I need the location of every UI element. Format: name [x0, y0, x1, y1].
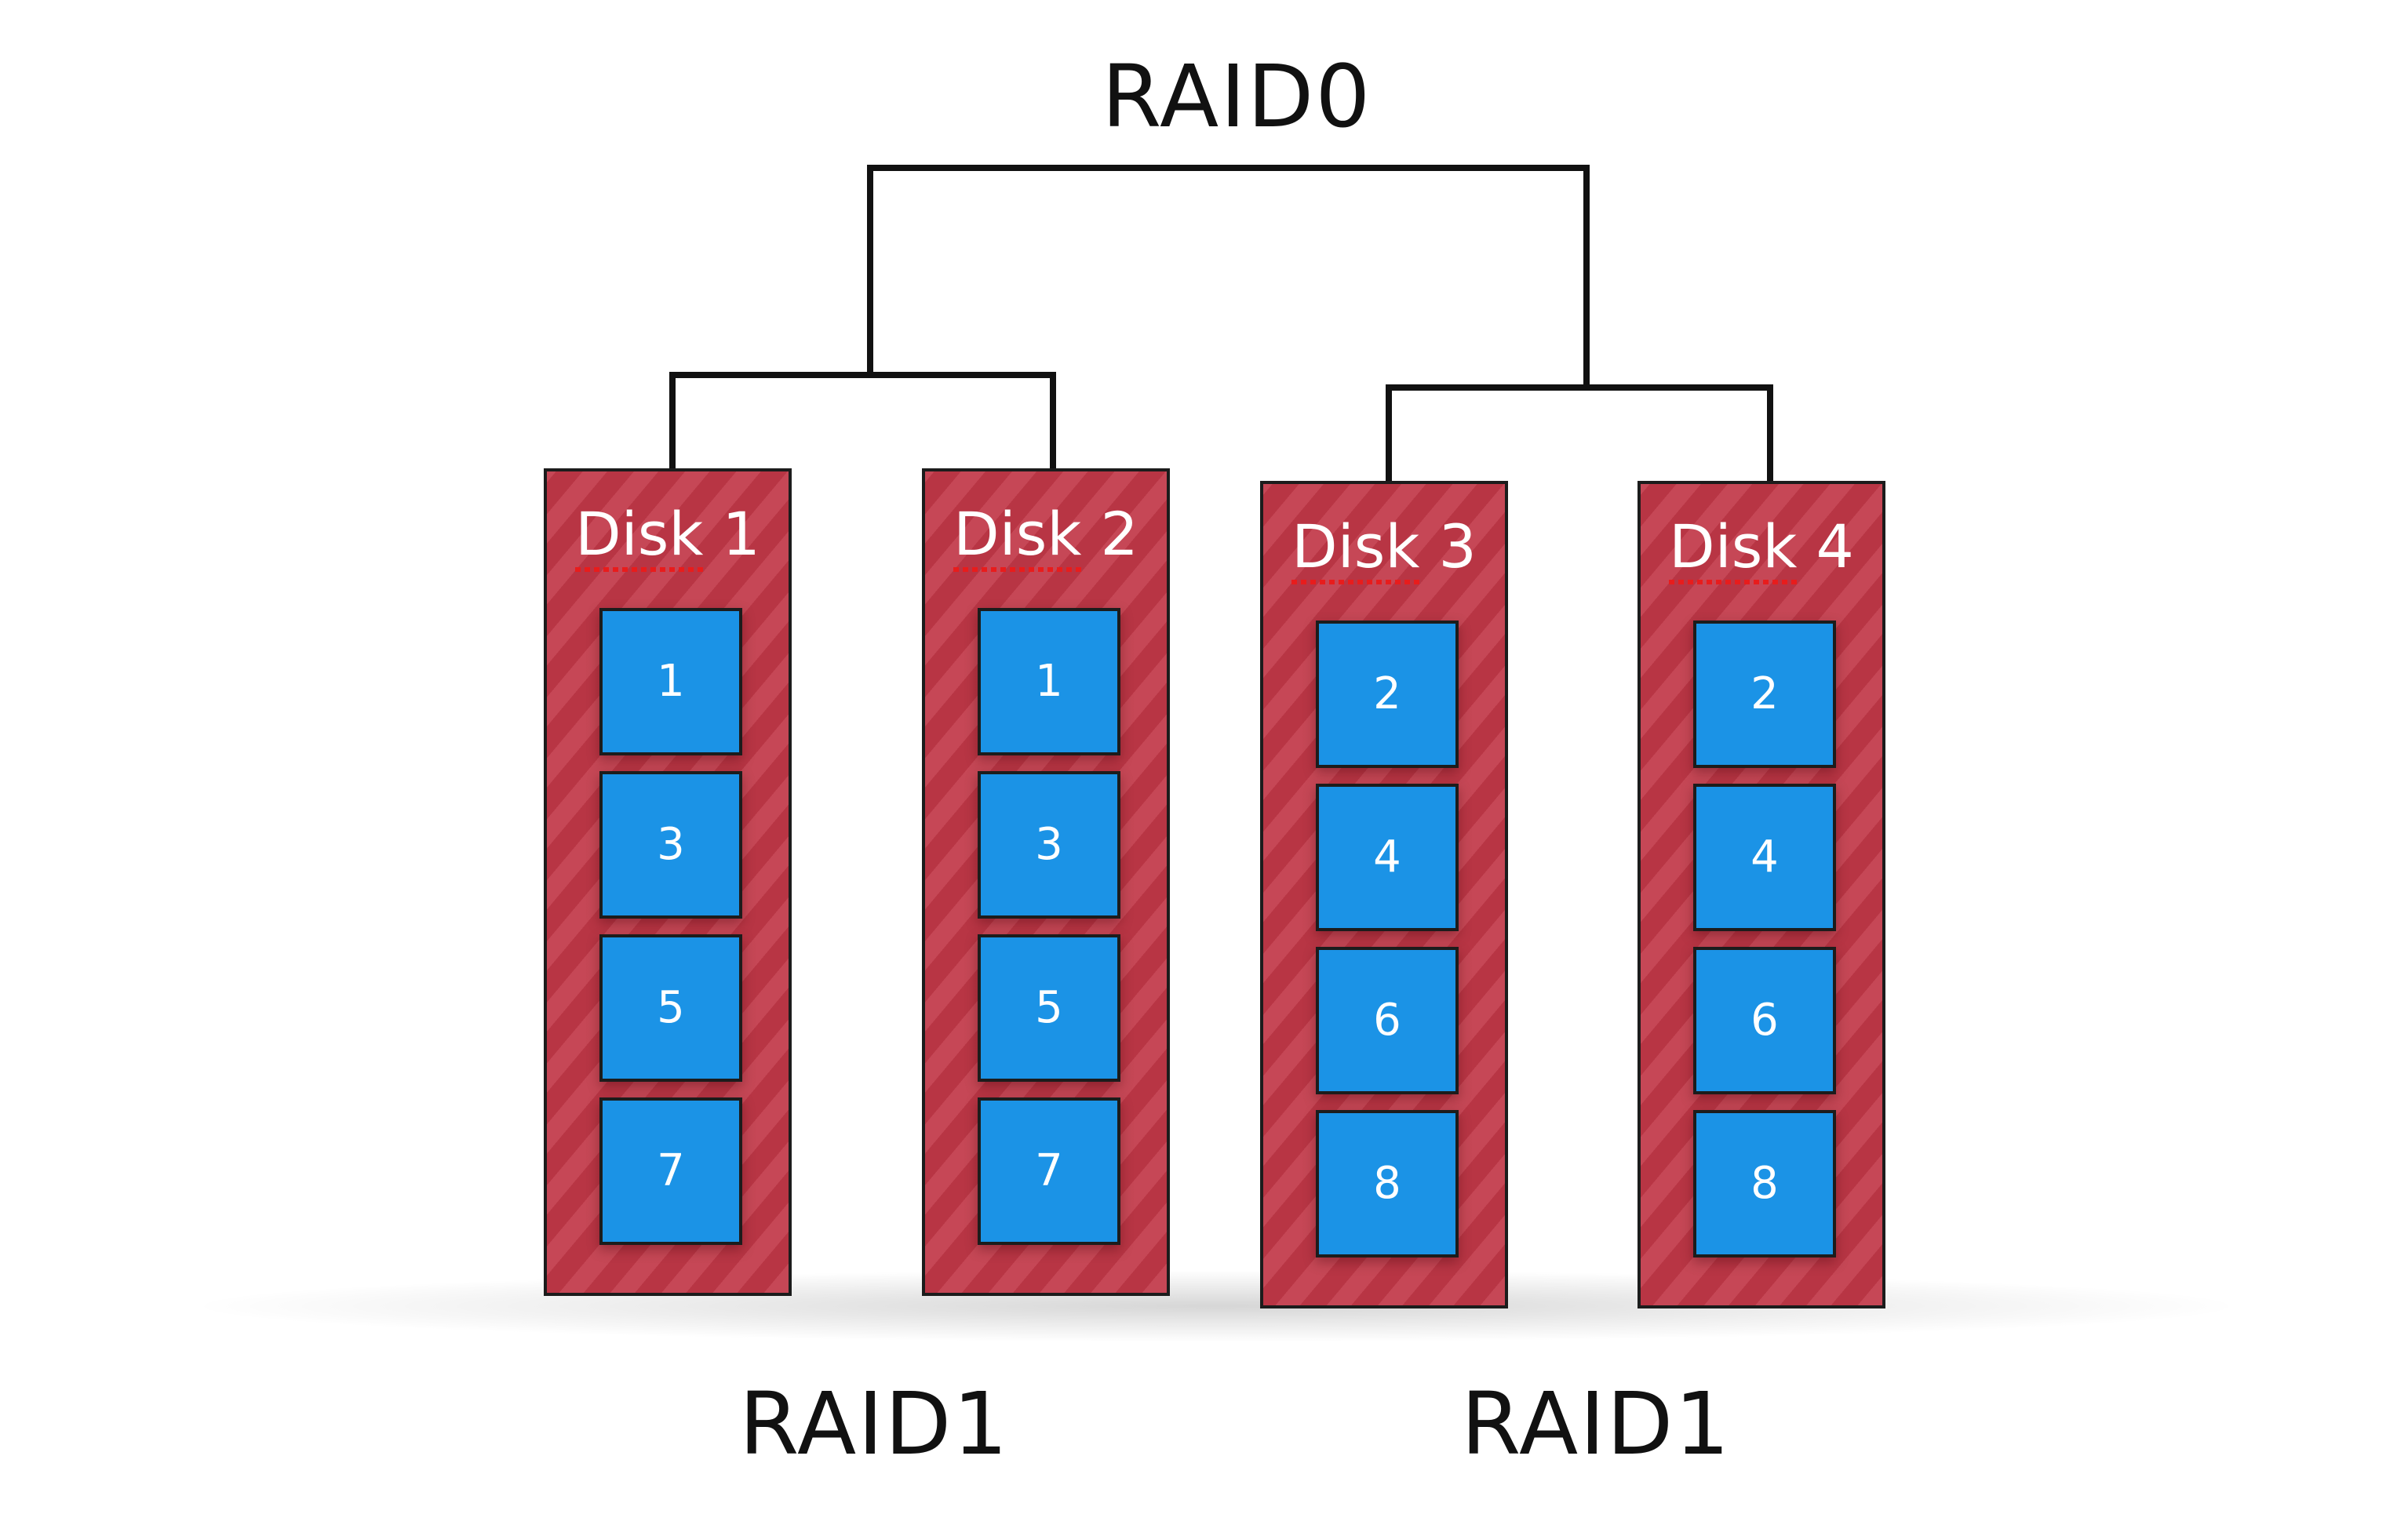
block-number: 6: [1750, 995, 1779, 1046]
disk-title: Disk 3: [1291, 511, 1477, 581]
spellcheck-underline: [575, 567, 707, 572]
block-number: 1: [1035, 656, 1063, 707]
block-stack: 1 3 5 7: [599, 608, 742, 1261]
data-block: 5: [978, 934, 1120, 1082]
disk-2: Disk 2 1 3 5 7: [922, 468, 1170, 1296]
block-number: 4: [1373, 832, 1401, 883]
block-number: 2: [1373, 668, 1401, 719]
data-block: 1: [599, 608, 742, 755]
disk-title: Disk 1: [575, 499, 760, 569]
block-number: 5: [657, 982, 685, 1033]
data-block: 6: [1693, 947, 1836, 1094]
block-number: 4: [1750, 832, 1779, 883]
data-block: 6: [1316, 947, 1459, 1094]
block-stack: 2 4 6 8: [1693, 621, 1836, 1273]
raid1-right-connector: [1386, 384, 1773, 486]
block-number: 7: [657, 1145, 685, 1196]
disk-3: Disk 3 2 4 6 8: [1260, 481, 1508, 1308]
data-block: 2: [1316, 621, 1459, 768]
raid1-left-connector: [669, 372, 1056, 474]
raid1-label-left: RAID1: [739, 1374, 1010, 1474]
data-block: 8: [1693, 1110, 1836, 1257]
block-number: 3: [657, 819, 685, 870]
disk-4: Disk 4 2 4 6 8: [1638, 481, 1885, 1308]
data-block: 4: [1316, 784, 1459, 931]
floor-shadow: [204, 1271, 2228, 1341]
block-number: 8: [1750, 1158, 1779, 1209]
raid0-connector: [867, 165, 1590, 386]
data-block: 5: [599, 934, 742, 1082]
raid0-label: RAID0: [1102, 46, 1372, 147]
spellcheck-underline: [1291, 580, 1423, 584]
block-number: 5: [1035, 982, 1063, 1033]
block-stack: 1 3 5 7: [978, 608, 1120, 1261]
block-number: 8: [1373, 1158, 1401, 1209]
block-stack: 2 4 6 8: [1316, 621, 1459, 1273]
block-number: 2: [1750, 668, 1779, 719]
data-block: 7: [978, 1097, 1120, 1245]
data-block: 4: [1693, 784, 1836, 931]
raid1-label-right: RAID1: [1461, 1374, 1732, 1474]
spellcheck-underline: [1669, 580, 1801, 584]
block-number: 7: [1035, 1145, 1063, 1196]
disk-title: Disk 2: [953, 499, 1138, 569]
block-number: 6: [1373, 995, 1401, 1046]
disk-title: Disk 4: [1669, 511, 1854, 581]
data-block: 7: [599, 1097, 742, 1245]
spellcheck-underline: [953, 567, 1085, 572]
data-block: 3: [599, 771, 742, 919]
data-block: 8: [1316, 1110, 1459, 1257]
disk-1: Disk 1 1 3 5 7: [544, 468, 792, 1296]
data-block: 3: [978, 771, 1120, 919]
data-block: 2: [1693, 621, 1836, 768]
block-number: 1: [657, 656, 685, 707]
block-number: 3: [1035, 819, 1063, 870]
data-block: 1: [978, 608, 1120, 755]
